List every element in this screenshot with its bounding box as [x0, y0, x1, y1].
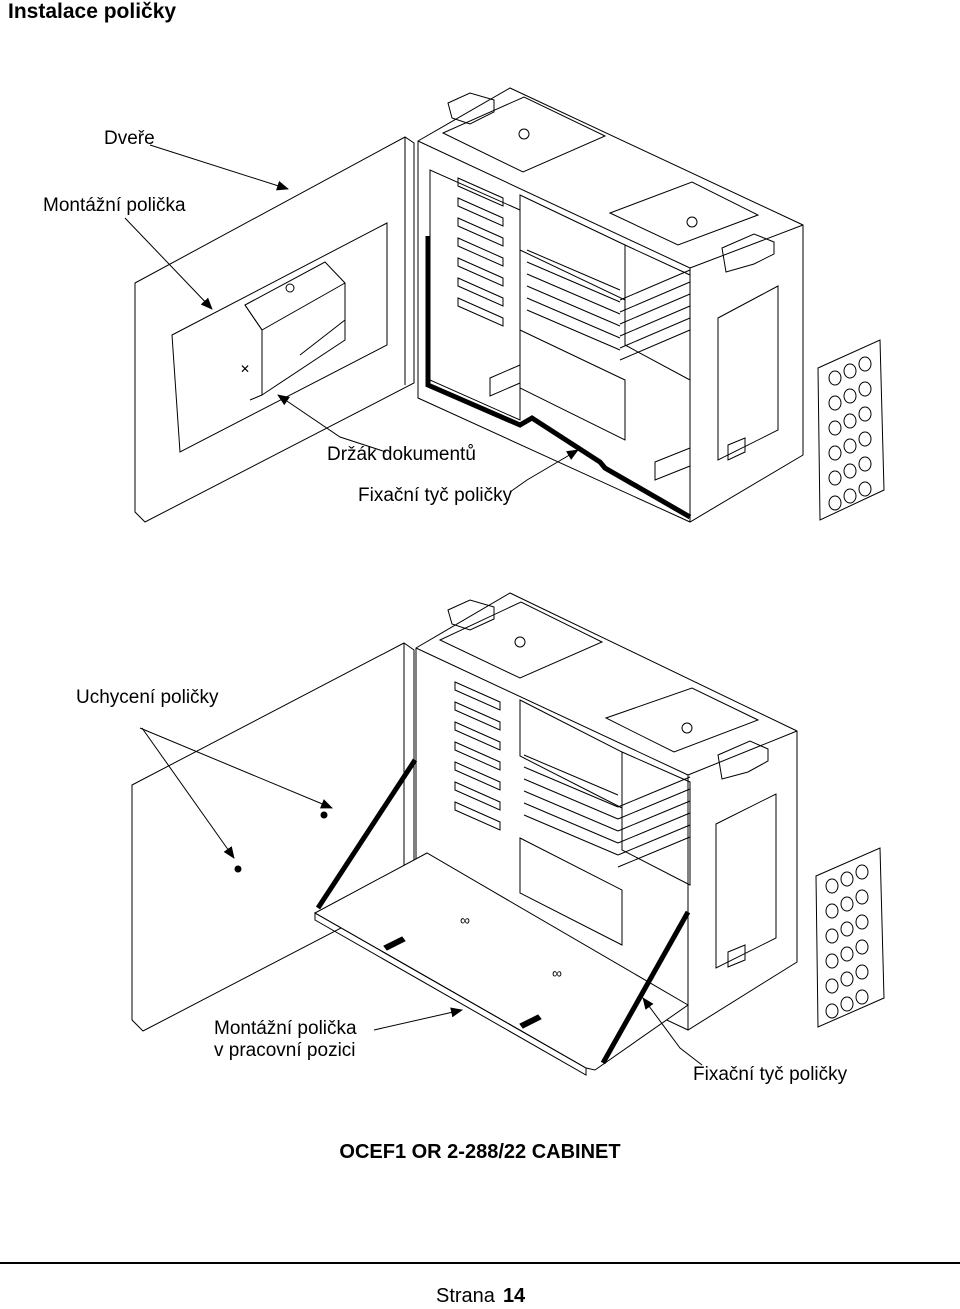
shelf-rod-top — [425, 236, 692, 520]
leader-shelf-working — [373, 1007, 463, 1031]
shelf-rod-left — [315, 758, 418, 910]
svg-text:∞: ∞ — [460, 912, 470, 928]
connector-strips-top — [457, 177, 746, 481]
svg-text:✕: ✕ — [240, 362, 250, 376]
cabinet-body-top — [417, 87, 804, 523]
shelf-rod-right — [600, 910, 691, 1065]
label-shelf-catch: Uchycení poličky — [76, 687, 219, 708]
figure-top-cabinet: ✕ — [124, 87, 885, 523]
label-mounting-shelf: Montážní polička — [43, 195, 186, 216]
leader-door — [149, 144, 289, 191]
leader-catch-2 — [141, 727, 235, 859]
footer-label: Strana — [436, 1285, 495, 1307]
figure-caption: OCEF1 OR 2-288/22 CABINET — [339, 1141, 621, 1163]
figure-bottom-cabinet: ∞ ∞ — [131, 592, 885, 1076]
document-holder-top: ✕ — [240, 261, 346, 401]
page-number: 14 — [502, 1285, 526, 1307]
label-document-holder: Držák dokumentů — [327, 444, 476, 465]
door-top — [134, 136, 415, 523]
svg-text:∞: ∞ — [552, 965, 562, 981]
label-shelf-working-line2: v pracovní pozici — [214, 1040, 356, 1061]
leader-shelf-rod — [509, 449, 579, 493]
page-title: Instalace poličky — [8, 0, 177, 23]
mounting-plate-bottom — [815, 847, 885, 1028]
footer-rule — [0, 1262, 960, 1264]
shelf-working-position: ∞ ∞ — [313, 852, 689, 1076]
leader-shelf-rod-bottom — [642, 997, 703, 1066]
label-door: Dveře — [104, 128, 155, 149]
label-shelf-working-line1: Montážní polička — [214, 1018, 357, 1039]
leader-document-holder — [277, 394, 387, 453]
label-shelf-rod-bottom: Fixační tyč poličky — [693, 1064, 848, 1085]
connector-strips-bottom — [454, 681, 746, 968]
leader-catch-1 — [139, 727, 333, 809]
mounting-plate-top — [817, 339, 885, 521]
label-shelf-rod-top: Fixační tyč poličky — [358, 485, 513, 506]
page-footer: Strana 14 — [436, 1285, 525, 1308]
shelf-catch-point-1 — [320, 811, 328, 819]
leader-mounting-shelf — [124, 217, 213, 310]
shelf-catch-point-2 — [234, 865, 242, 873]
